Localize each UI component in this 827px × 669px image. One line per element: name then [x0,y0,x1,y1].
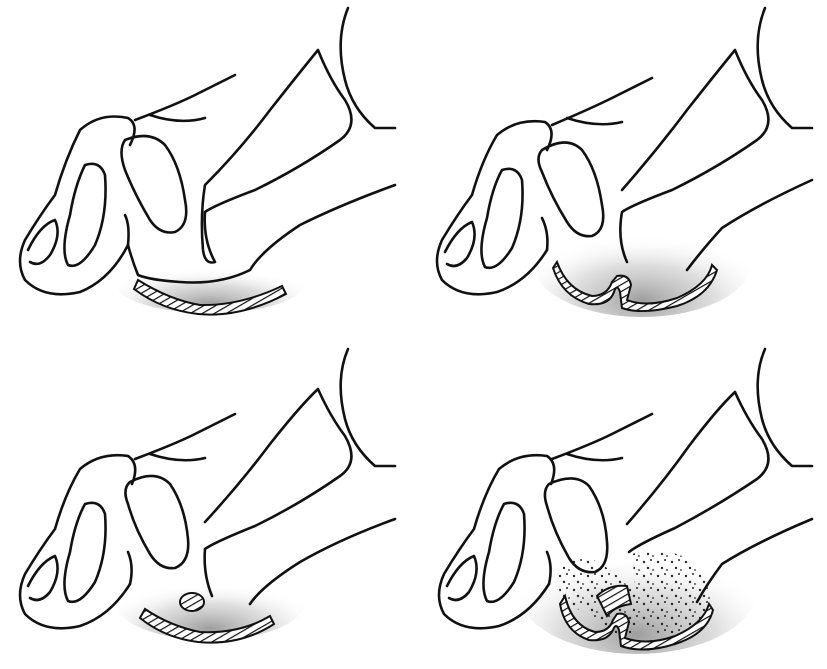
panel-a-phalanx [64,164,105,266]
panel-b-toe-outline [437,121,552,294]
panel-d-drawing [417,334,827,669]
panel-b-tendon-2 [567,118,622,124]
panel-b-phalanx [481,169,522,268]
panel-a-cleft [125,215,129,245]
panel-c-phalanx [64,503,105,602]
panel-c-cleft [128,552,132,584]
panel-c [0,334,410,669]
panel-a-drawing [0,0,410,335]
panel-a-cannon-bone [202,50,352,263]
panel-d-tendon-2 [567,454,622,460]
panel-a-tendon [135,75,235,120]
panel-d [417,334,827,669]
panel-b-drawing [417,0,827,335]
panel-a [0,0,410,335]
panel-c-lesion [180,593,204,611]
panel-c-leg-back [341,349,395,466]
panel-b [417,0,827,335]
panel-c-tendon-2 [150,454,205,460]
panel-c-pastern-bone [125,476,188,568]
panel-d-tendon [552,414,652,459]
panel-c-shading [115,564,305,640]
panel-c-tendon [135,414,235,459]
panel-b-shading [532,207,752,317]
panel-a-toe-outline [20,117,135,295]
panel-c-drawing [0,334,410,669]
panel-a-tendon-2 [150,115,205,121]
panel-a-pastern-bone [122,136,187,233]
